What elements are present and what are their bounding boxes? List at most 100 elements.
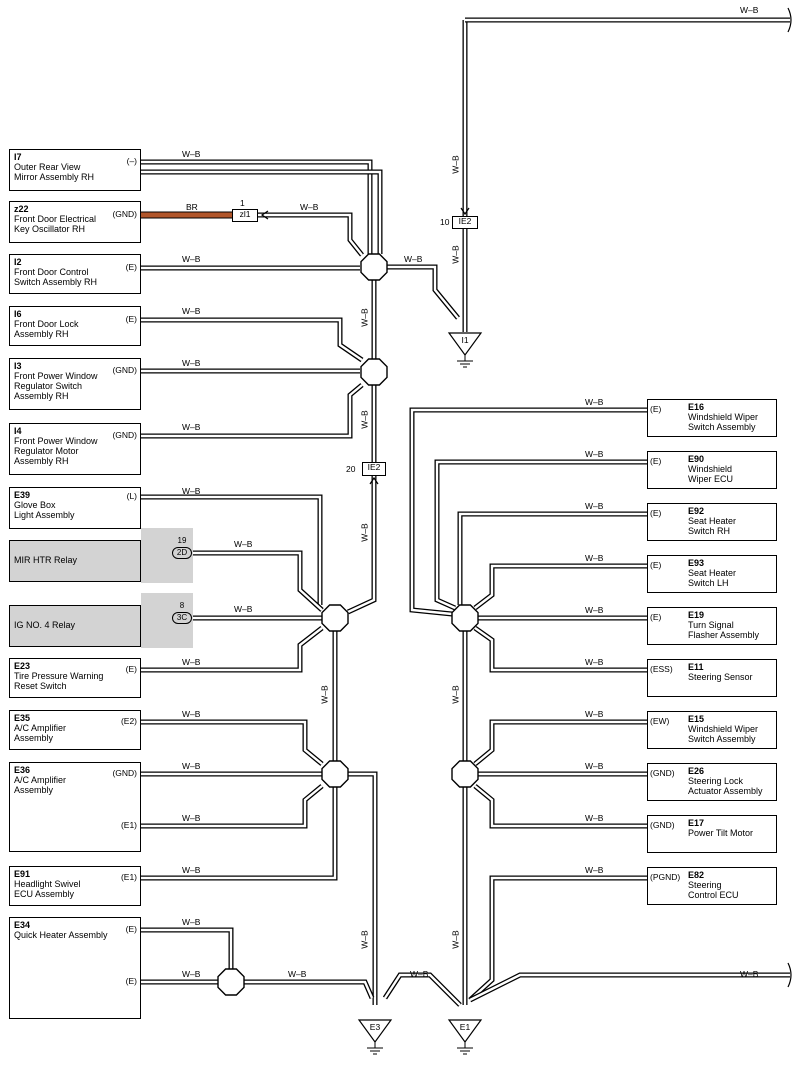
component-id: E15 xyxy=(688,714,705,724)
relay-connector-pin: 19 xyxy=(177,536,187,545)
component-name: Front Door Electrical Key Oscillator RH xyxy=(14,214,97,234)
wire-label: W–B xyxy=(740,969,759,979)
wire-e11 xyxy=(473,625,647,673)
component-name: Seat Heater Switch RH xyxy=(688,516,737,536)
connector-IE2: IE2 xyxy=(362,462,386,476)
junction-7 xyxy=(451,760,479,788)
wire-label: W–B xyxy=(585,501,604,511)
pin-label: (E) xyxy=(125,262,137,272)
component-id: z22 xyxy=(14,204,29,214)
wire-label-vertical: W–B xyxy=(450,930,461,949)
component-name: A/C Amplifier Assembly xyxy=(14,723,67,743)
component-id: E93 xyxy=(688,558,705,568)
relay-connector-pin: 8 xyxy=(179,601,185,610)
wire-label: W–B xyxy=(182,709,201,719)
component-name: Quick Heater Assembly xyxy=(14,930,108,940)
wire-label-br: BR xyxy=(186,202,198,212)
component-id: I3 xyxy=(14,361,22,371)
component-id: E26 xyxy=(688,766,705,776)
component-name: Power Tilt Motor xyxy=(688,828,754,838)
wire-label: W–B xyxy=(585,761,604,771)
component-name: Steering Lock Actuator Assembly xyxy=(688,776,763,796)
wire-right-exit xyxy=(468,972,790,1003)
arrow-icon xyxy=(460,207,470,216)
wire-label: W–B xyxy=(585,605,604,615)
junction-3 xyxy=(321,604,349,632)
wire-label: W–B xyxy=(182,865,201,875)
wire-e93 xyxy=(473,563,647,610)
wire-e34-1 xyxy=(141,927,234,969)
component-name: Steering Control ECU xyxy=(688,880,739,900)
pin-label: (E) xyxy=(125,924,137,934)
junction-5 xyxy=(217,968,245,996)
wire-i7-b xyxy=(141,169,383,254)
wire-label: W–B xyxy=(585,397,604,407)
wire-label: W–B xyxy=(182,917,201,927)
component-name: Turn Signal Flasher Assembly xyxy=(688,620,760,640)
wire-label: W–B xyxy=(182,761,201,771)
component-id: E19 xyxy=(688,610,705,620)
pin-label: (EW) xyxy=(650,716,670,726)
pin-label: (E) xyxy=(650,612,662,622)
wire-e39 xyxy=(141,494,323,605)
pin-label: (GND) xyxy=(112,430,137,440)
component-name: IG NO. 4 Relay xyxy=(14,620,76,630)
component-id: I2 xyxy=(14,257,22,267)
wire-e15 xyxy=(473,719,647,766)
wire-label-vertical: W–B xyxy=(450,245,461,264)
pin-label: (E) xyxy=(650,508,662,518)
wire-label: W–B xyxy=(300,202,319,212)
pin-label: (E2) xyxy=(120,716,137,726)
pin-label: (GND) xyxy=(650,820,675,830)
wire-label-vertical: W–B xyxy=(359,930,370,949)
component-name: A/C Amplifier Assembly xyxy=(14,775,67,795)
wire-label: W–B xyxy=(234,539,253,549)
ground-label-E3: E3 xyxy=(369,1022,381,1032)
wire-label: W–B xyxy=(182,358,201,368)
pin-label: (GND) xyxy=(112,768,137,778)
component-id: E92 xyxy=(688,506,705,516)
connector-pin: 1 xyxy=(240,198,245,208)
pin-label: (E) xyxy=(650,560,662,570)
wire-label: W–B xyxy=(585,813,604,823)
wire-label-vertical: W–B xyxy=(359,308,370,327)
pin-label: (PGND) xyxy=(650,872,681,882)
ground-I1 xyxy=(447,332,483,368)
component-name: Front Power Window Regulator Switch Asse… xyxy=(14,371,98,401)
wire-e3-e1 xyxy=(382,972,462,1007)
connector-IE2: IE2 xyxy=(452,216,478,229)
wire-label: W–B xyxy=(182,149,201,159)
wire-label: W–B xyxy=(740,5,759,15)
component-name: Front Door Lock Assembly RH xyxy=(14,319,79,339)
wire-label: W–B xyxy=(288,969,307,979)
wire-e23 xyxy=(141,626,324,673)
wire-label: W–B xyxy=(585,449,604,459)
component-id: E90 xyxy=(688,454,705,464)
junction-4 xyxy=(321,760,349,788)
ground-label-E1: E1 xyxy=(459,1022,471,1032)
junction-6 xyxy=(451,604,479,632)
wire-e16 xyxy=(409,407,647,617)
wire-i6 xyxy=(141,317,364,363)
wire-e91 xyxy=(141,787,338,881)
wire-label: W–B xyxy=(182,422,201,432)
wire-label: W–B xyxy=(182,657,201,667)
relay-connector-3C: 3C xyxy=(172,612,192,624)
pin-label: (E) xyxy=(650,404,662,414)
component-id: E16 xyxy=(688,402,705,412)
wire-ie2-j3 xyxy=(346,476,377,615)
wire-label: W–B xyxy=(182,813,201,823)
